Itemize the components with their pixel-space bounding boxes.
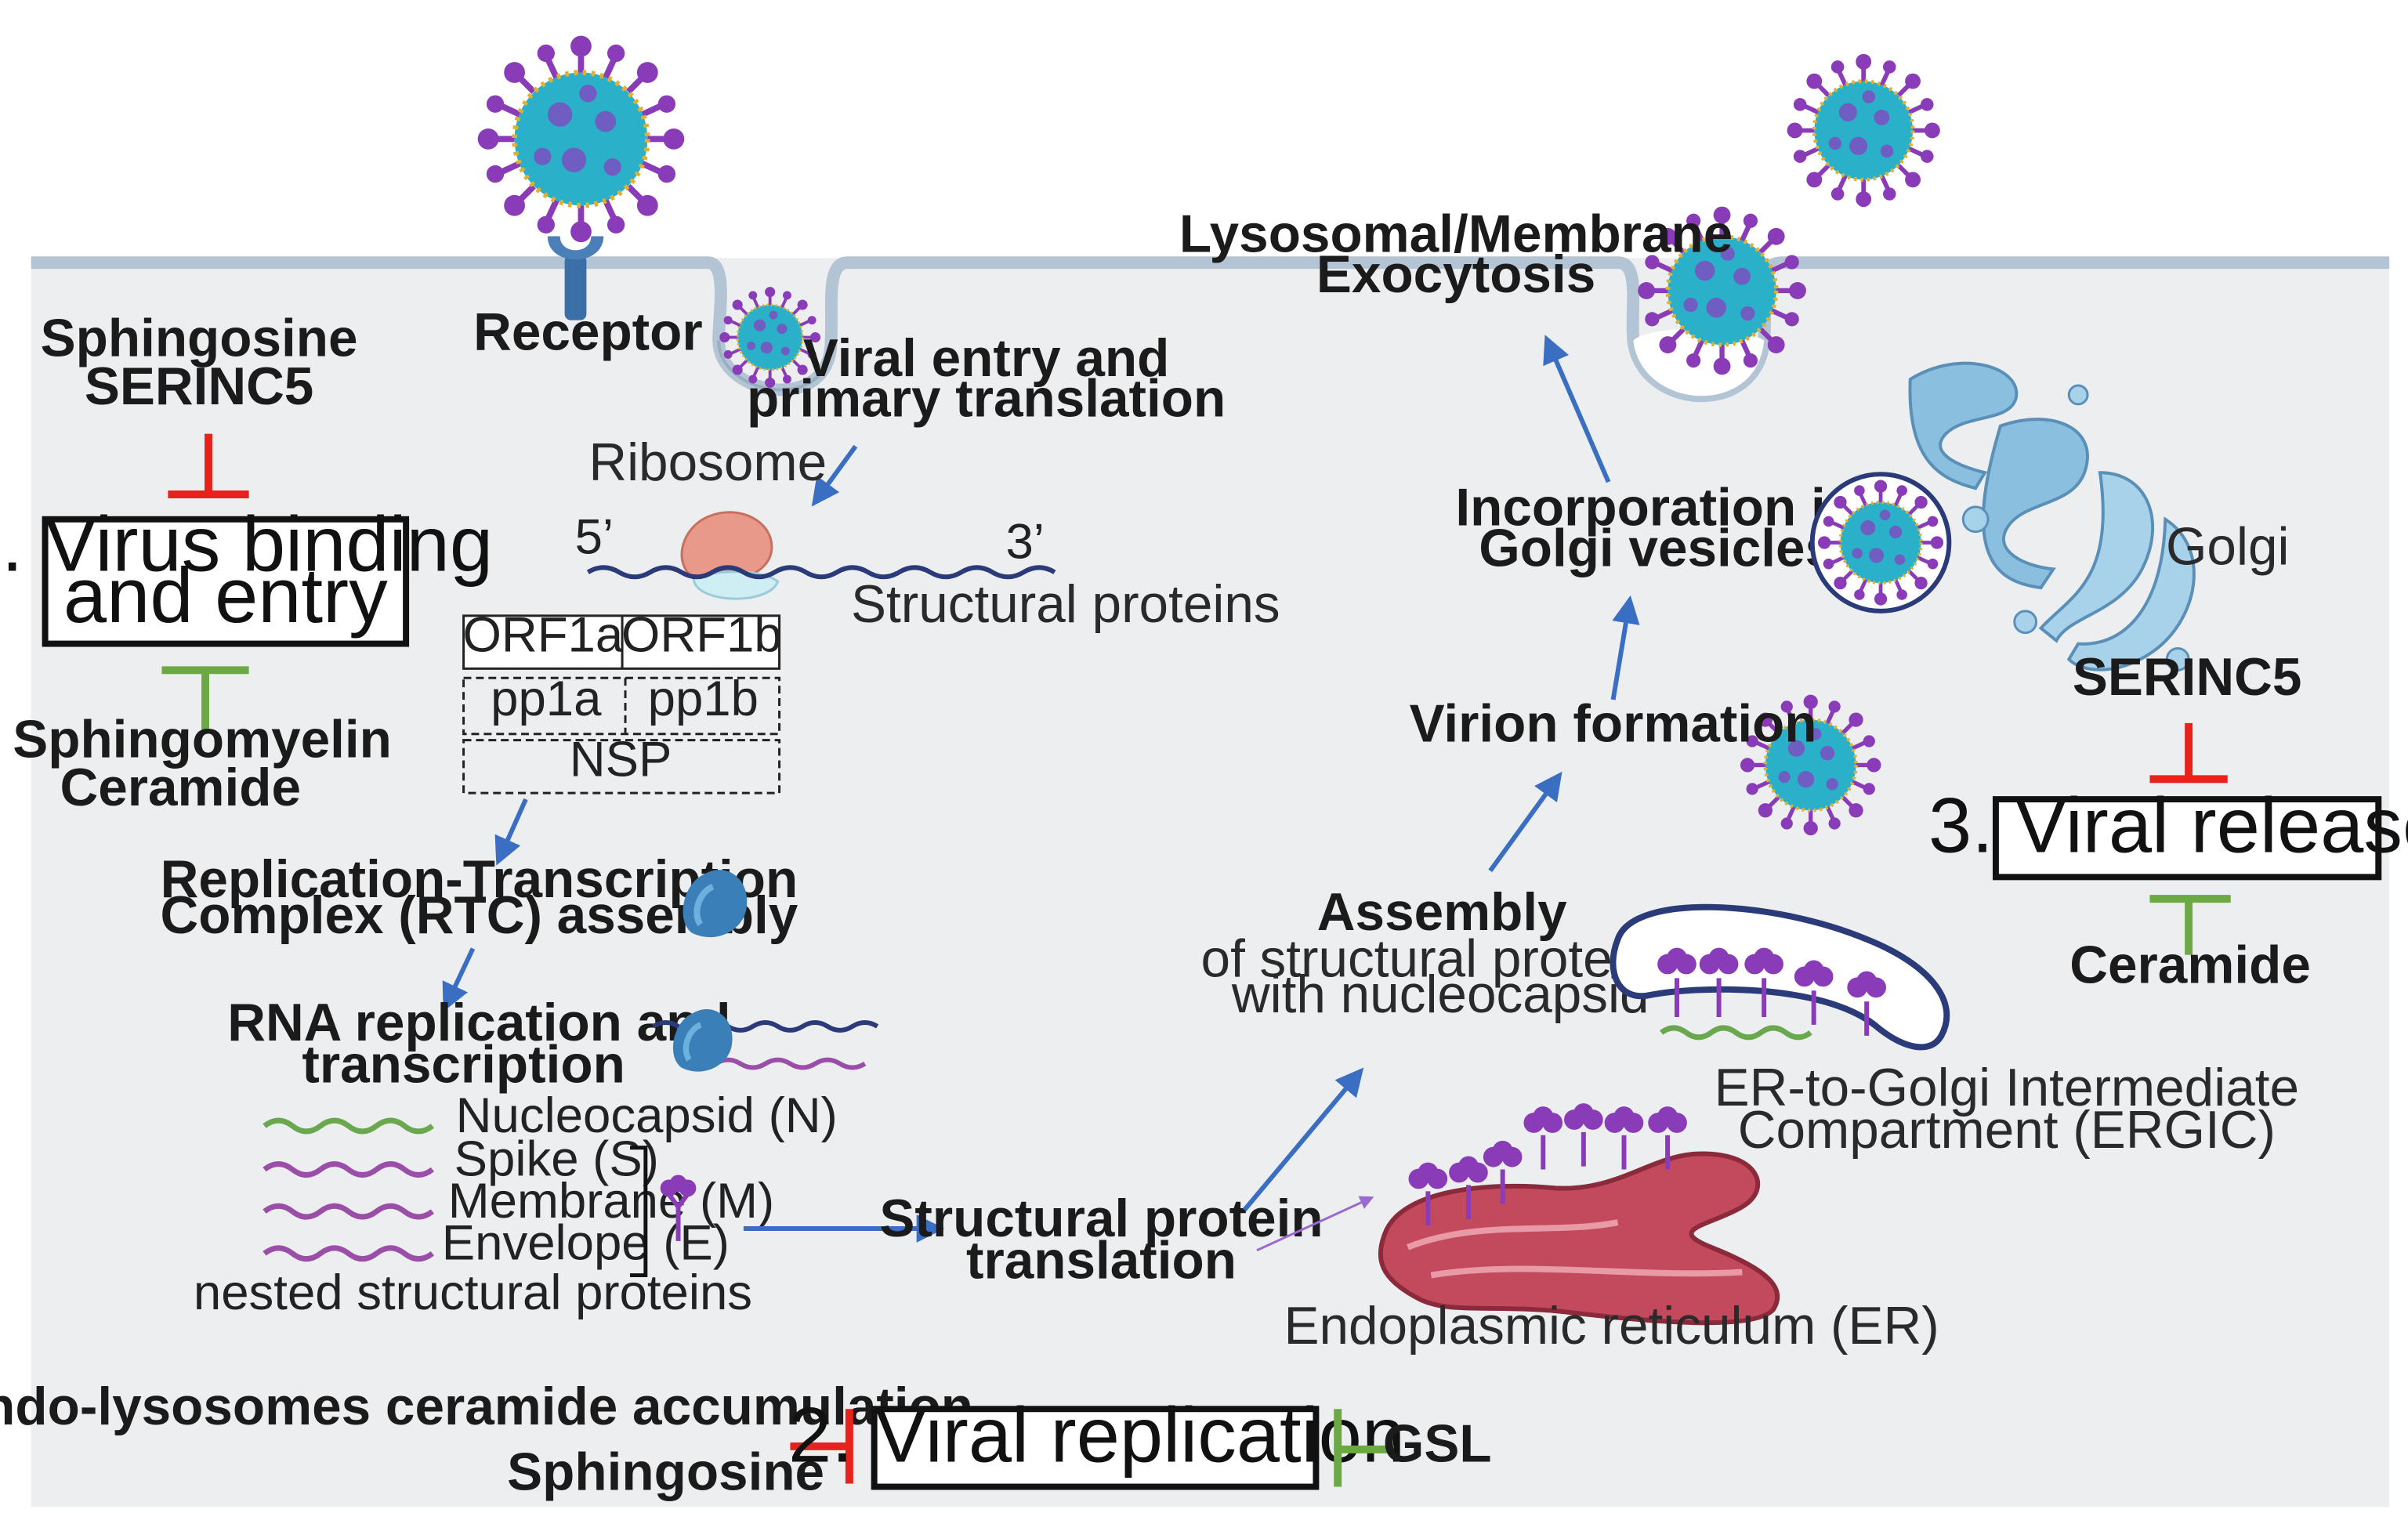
legend-nucleocapsid-line (263, 1117, 435, 1135)
translation-to-er-arrow (1256, 1196, 1374, 1252)
assembly-to-virion-arrow (1488, 771, 1562, 873)
box2-inhibitor-2: Sphingosine (507, 1442, 824, 1501)
rna-replication-label-2: transcription (302, 1035, 625, 1094)
legend-bracket (629, 1146, 648, 1278)
golgi-vesicles-label-1: Incorporation in (1455, 479, 1858, 538)
box1-frame (42, 516, 410, 647)
box1-promoter-2: Ceramide (60, 758, 301, 817)
five-prime-label: 5’ (575, 509, 614, 564)
translation-label-2: translation (966, 1232, 1237, 1290)
receptor-label: Receptor (473, 302, 703, 361)
ribosome-label: Ribosome (588, 433, 827, 492)
virion-to-golgi-arrow (1610, 595, 1640, 700)
pp1b-label: pp1b (648, 671, 759, 726)
receptor-icon (547, 236, 604, 320)
box2-label: 2. Viral replication (788, 1392, 1405, 1479)
box1-promoter-1: Sphingomyelin (13, 710, 392, 769)
virus-icon-golgi (1818, 480, 1943, 606)
box3-promoter: Ceramide (2069, 936, 2311, 994)
virus-icon-binding (478, 36, 685, 243)
legend-spike: Spike (S) (454, 1131, 659, 1186)
orf1a-label: ORF1a (462, 607, 623, 663)
golgi-to-exocytosis-arrow (1543, 335, 1611, 483)
translation-to-assembly-arrow (1242, 1067, 1364, 1212)
orf1b-label: ORF1b (621, 607, 782, 663)
box1-line1: 1. Virus binding (0, 501, 493, 588)
box1-inhibitor-1: Sphingosine (41, 309, 358, 367)
nested-proteins-label: nested structural proteins (194, 1265, 752, 1320)
legend-envelope: Envelope (E) (442, 1215, 730, 1271)
endocytosis-pit (717, 340, 833, 392)
exocytosis-label-1: Lysosomal/Membrane (1179, 205, 1733, 263)
box1-promote-symbol (161, 666, 249, 731)
box2-promote-symbol (1334, 1409, 1394, 1487)
ergic-label-2: Compartment (ERGIC) (1738, 1101, 2276, 1160)
legend-envelope-line (263, 1245, 435, 1262)
legend-nucleocapsid: Nucleocapsid (N) (456, 1088, 838, 1143)
box3-promote-symbol (2149, 895, 2231, 955)
box1-line2: and entry (63, 552, 388, 639)
structural-proteins-label: Structural proteins (851, 575, 1280, 634)
assembly-title: Assembly (1317, 883, 1567, 942)
rna-strand-purple (714, 1057, 867, 1070)
box1-inhibitor-2: SERINC5 (85, 357, 314, 416)
entry-label-2: primary translation (747, 370, 1226, 429)
box2-inhibit-symbol (790, 1409, 853, 1484)
rna-replication-label-1: RNA replication and (227, 994, 730, 1052)
translation-label-1: Structural protein (879, 1189, 1323, 1248)
pp1a-label: pp1a (491, 671, 602, 726)
entry-label-1: Viral entry and (803, 329, 1170, 388)
genomic-rna-strand (586, 565, 1056, 580)
golgi-vesicles-label-2: Golgi vesicles (1479, 519, 1834, 577)
rtc-to-rna-arrow (442, 947, 476, 1012)
assembly-line2: with nucleocapsid (1231, 965, 1649, 1024)
virus-icon-released (1787, 54, 1940, 207)
orf-table (462, 614, 781, 795)
exocytosis-label-2: Exocytosis (1316, 245, 1595, 304)
ergic-label-1: ER-to-Golgi Intermediate (1715, 1059, 2299, 1117)
golgi-label: Golgi (2166, 517, 2290, 576)
box2-frame (871, 1406, 1320, 1490)
box3-inhibitor: SERINC5 (2073, 648, 2302, 707)
legend-spike-line (263, 1161, 435, 1178)
box3-label: 3. Viral release (1928, 783, 2408, 870)
ergic-icon (1610, 903, 1950, 1051)
nsp-label: NSP (570, 731, 672, 787)
assembly-line1: of structural proteins (1201, 929, 1680, 988)
box3-frame (1992, 796, 2382, 881)
box3-inhibit-symbol (2149, 722, 2228, 784)
box2-promoter: GSL (1383, 1415, 1492, 1474)
nsp-to-rtc-arrow (494, 798, 528, 866)
er-icon (1378, 1103, 1780, 1326)
legend-membrane: Membrane (M) (448, 1173, 774, 1229)
box2-inhibitor-1: Endo-lysosomes ceramide accumulation (0, 1377, 973, 1436)
legend-membrane-line (263, 1203, 435, 1220)
er-label: Endoplasmic reticulum (ER) (1284, 1297, 1939, 1356)
virion-formation-label: Virion formation (1410, 695, 1817, 754)
box1-inhibit-symbol (168, 433, 249, 498)
spike-protein-icon (660, 1175, 697, 1241)
three-prime-label: 3’ (1005, 513, 1044, 569)
ribosome-icon (680, 511, 780, 600)
entry-arrow (811, 444, 858, 507)
